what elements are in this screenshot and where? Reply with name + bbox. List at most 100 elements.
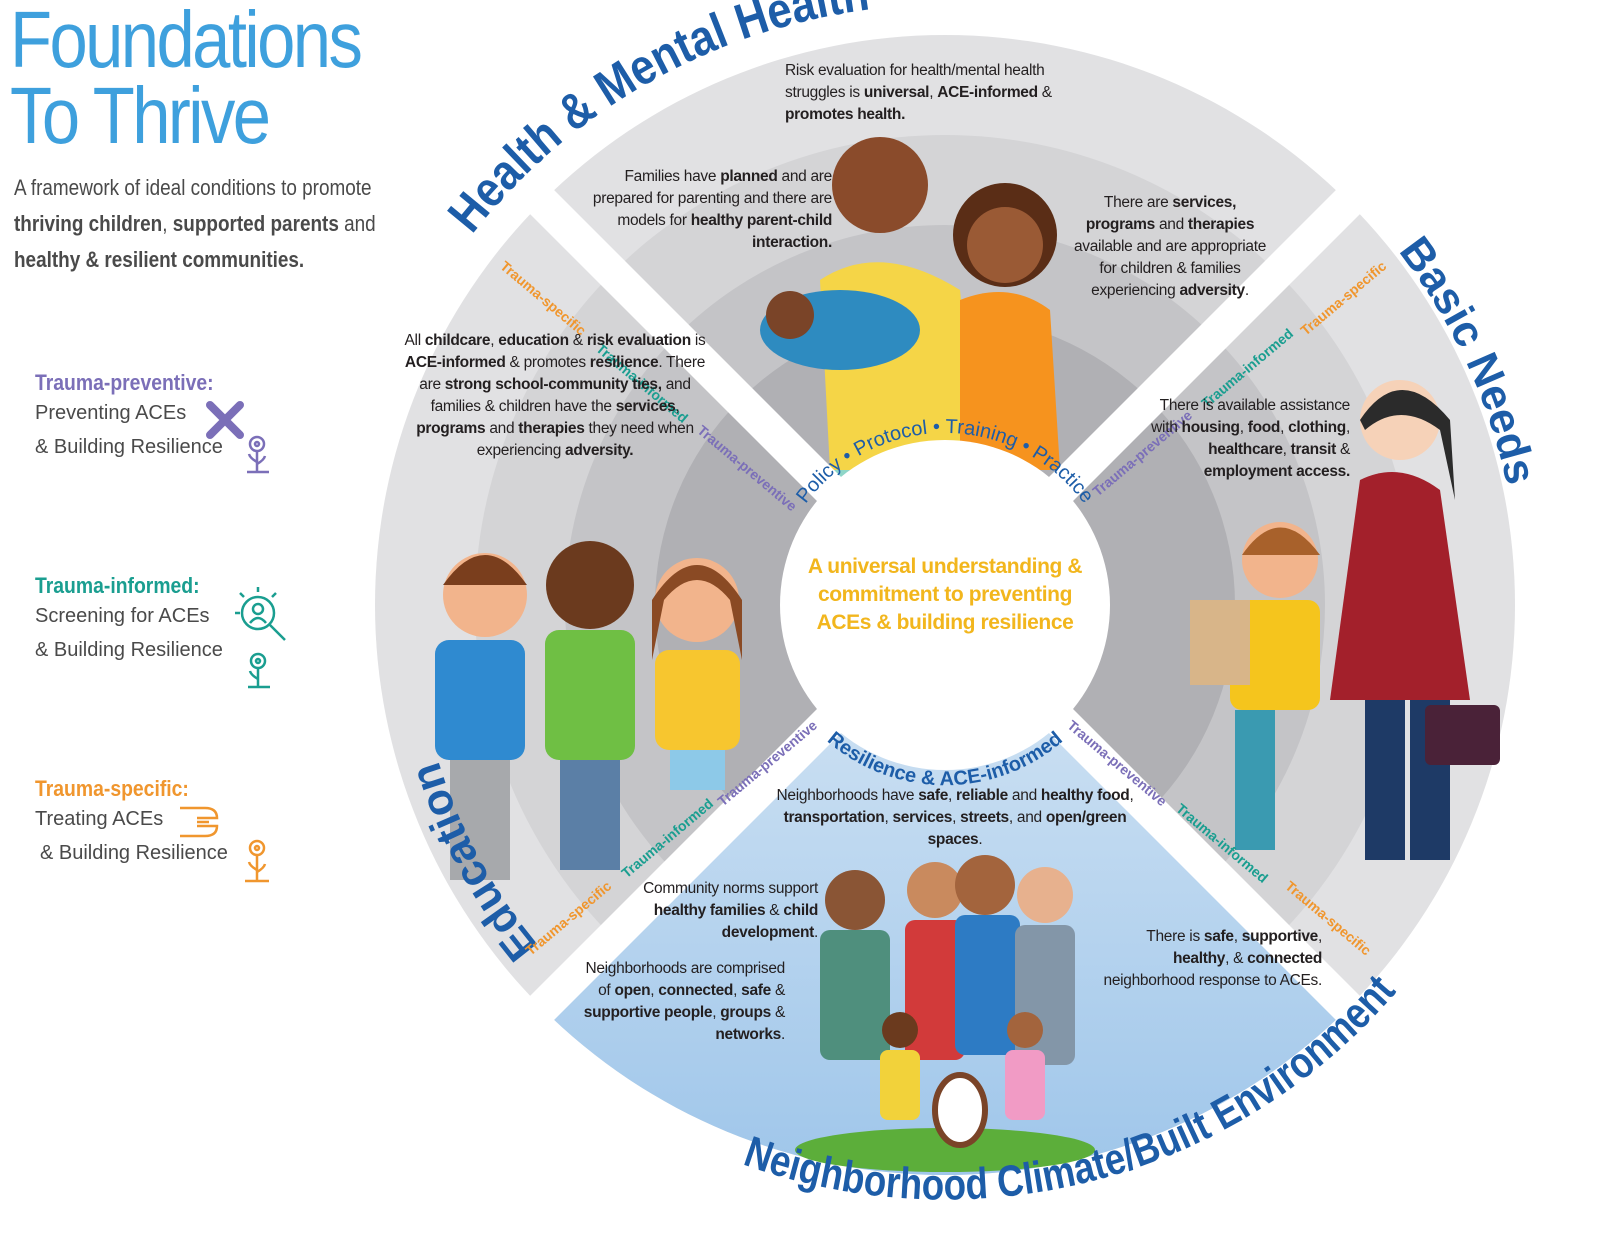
legend-heading: Trauma-informed: [35, 573, 200, 598]
text-run: All [404, 332, 425, 349]
text-run: is [690, 332, 706, 349]
bold-text-run: healthy [1172, 950, 1226, 967]
text-run: , [712, 1004, 721, 1021]
bold-text-run: strong school-community ties, [444, 376, 662, 393]
bold-text-run: child development [721, 902, 819, 941]
legend-line: Preventing ACEs [35, 402, 187, 424]
bold-text-run: safe [1203, 928, 1234, 945]
bold-text-run: clothing [1288, 419, 1346, 436]
text-run: , and [1008, 809, 1046, 826]
community-norms-text: Community norms support healthy families… [630, 878, 818, 944]
text-run: . [813, 924, 818, 941]
bold-text-run: supportive [1241, 928, 1319, 945]
text-run: and [1007, 787, 1041, 804]
legend-line: Screening for ACEs [35, 605, 210, 627]
text-run: , [1239, 419, 1248, 436]
text-run: , [884, 809, 893, 826]
bold-text-run: safe [918, 787, 949, 804]
text-run: , [948, 787, 957, 804]
neighborhood-safe-text: Neighborhoods have safe, reliable and he… [765, 785, 1145, 851]
text-run: and [1154, 216, 1188, 233]
bold-text-run: transit [1290, 441, 1337, 458]
bold-text-run: healthy parent-child interaction. [690, 212, 833, 251]
text-run: , [1345, 419, 1350, 436]
neighborhood-response-text: There is safe, supportive, healthy, & co… [1100, 926, 1323, 992]
legend-trauma-preventive: Trauma-preventive: Preventing ACEs & Bui… [35, 370, 269, 474]
text-run: , [929, 84, 938, 101]
bold-text-run: supportive people [583, 1004, 713, 1021]
health-families-text: Families have planned and are prepared f… [570, 166, 832, 254]
bold-text-run: healthy food [1040, 787, 1130, 804]
subtitle: A framework of ideal conditions to promo… [14, 170, 418, 278]
magnifier-person-icon [235, 587, 286, 689]
bold-text-run: open [614, 982, 651, 999]
bold-text-run: therapies [1187, 216, 1255, 233]
text-run: & [770, 1004, 785, 1021]
bold-text-run: safe [741, 982, 771, 999]
text-run: Neighborhoods have [776, 787, 919, 804]
wheel-dividers [517, 177, 1373, 1033]
bold-text-run: education [498, 332, 569, 349]
bold-text-run: childcare [424, 332, 491, 349]
x-mark-icon [206, 401, 269, 474]
text-run: and are prepared for parenting and there… [592, 168, 832, 229]
text-run: . [1244, 282, 1249, 299]
bold-text-run: services, programs [1085, 194, 1237, 233]
text-run: and families & children have the [430, 376, 691, 415]
legend-line: & Building Resilience [35, 436, 223, 458]
text-run: & promotes [505, 354, 590, 371]
text-run: Community norms support [643, 880, 818, 897]
text-run: , & [1225, 950, 1248, 967]
bold-text-run: supported parents [172, 211, 339, 236]
text-run: There is available assistance with [1151, 397, 1350, 436]
text-run: There are [1103, 194, 1173, 211]
text-run: , [490, 332, 499, 349]
bold-text-run: thriving children [14, 211, 163, 236]
legend-heading: Trauma-preventive: [35, 370, 214, 395]
page-title: Foundations To Thrive [10, 0, 363, 160]
text-run: and [485, 420, 519, 437]
legend-line: & Building Resilience [35, 639, 223, 661]
bold-text-run: transportation [783, 809, 885, 826]
mother-and-son-shopping-illustration [1190, 380, 1500, 860]
neighborhood-people-text: Neighborhoods are comprised of open, con… [580, 958, 786, 1046]
bold-text-run: reliable [956, 787, 1008, 804]
legend-line: & Building Resilience [40, 842, 228, 864]
bold-text-run: promotes health. [785, 106, 906, 123]
text-run: A framework of ideal conditions to promo… [14, 175, 372, 200]
bold-text-run: open/green spaces [927, 809, 1127, 848]
text-run: neighborhood response to ACEs. [1103, 972, 1323, 989]
community-family-illustration [795, 855, 1095, 1172]
bold-text-run: planned [720, 168, 778, 185]
bold-text-run: streets [960, 809, 1009, 826]
bold-text-run: risk evaluation [586, 332, 691, 349]
bold-text-run: ACE-informed [937, 84, 1038, 101]
text-run: Risk evaluation for health/mental health… [785, 62, 1045, 101]
legend-line: Treating ACEs [35, 808, 164, 830]
text-run: Families have [624, 168, 721, 185]
text-run: , [675, 398, 680, 415]
flower-icon [245, 839, 269, 883]
education-text: All childcare, education & risk evaluati… [400, 330, 710, 462]
health-services-text: There are services, programs and therapi… [1070, 192, 1270, 302]
bold-text-run: connected [1247, 950, 1322, 967]
text-run: , [1233, 928, 1242, 945]
bold-text-run: healthy families [653, 902, 766, 919]
text-run: , [1282, 441, 1291, 458]
bold-text-run: programs [416, 420, 486, 437]
bold-text-run: groups [720, 1004, 771, 1021]
flower-icon [247, 435, 269, 474]
text-run: available and are appropriate for childr… [1073, 238, 1267, 299]
bold-text-run: universal [863, 84, 930, 101]
text-run: . [978, 831, 983, 848]
text-run: & [568, 332, 587, 349]
legend-heading: Trauma-specific: [35, 776, 189, 801]
parents-with-baby-illustration [760, 137, 1060, 490]
text-run: they need when experiencing [476, 420, 694, 459]
bold-text-run: connected [658, 982, 734, 999]
basic-needs-text: There is available assistance with housi… [1140, 395, 1350, 483]
text-run: & [1037, 84, 1052, 101]
text-run: , [733, 982, 742, 999]
title-line-2: To Thrive [10, 71, 271, 160]
bold-text-run: adversity [1179, 282, 1245, 299]
